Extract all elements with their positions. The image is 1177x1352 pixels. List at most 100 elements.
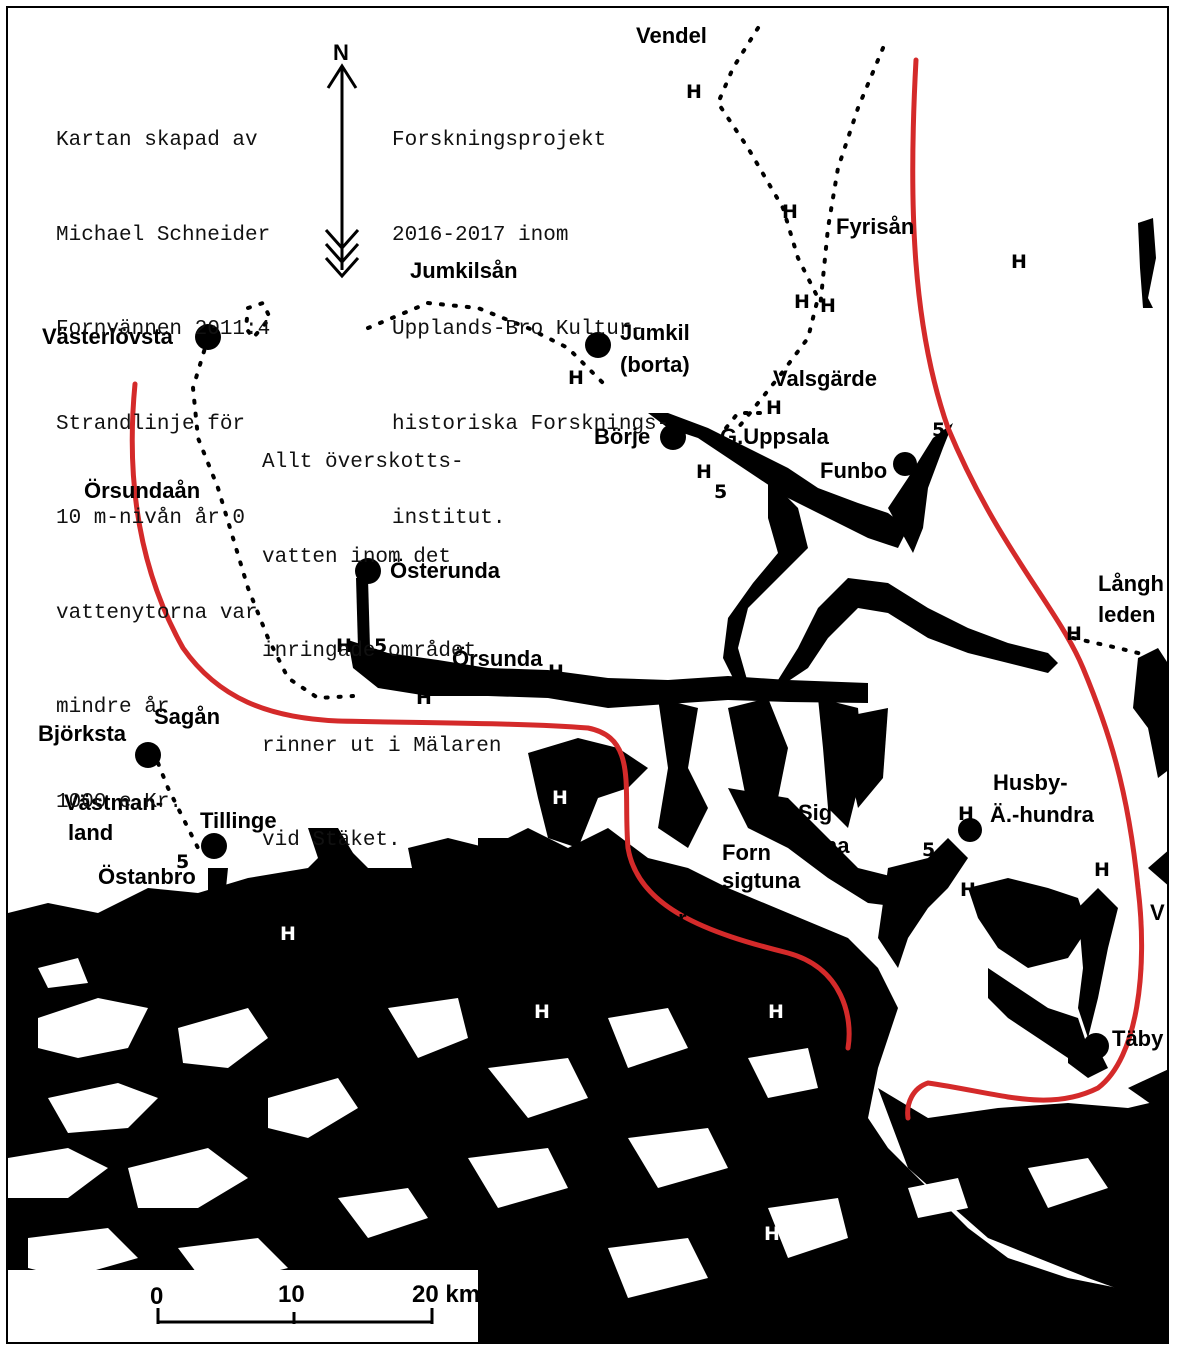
label-tuna: tuna [803, 833, 850, 858]
label-a-hundra: Ä.-hundra [990, 802, 1095, 827]
boundary-west [129, 381, 852, 1051]
project-line: Upplands-Bro Kultur- [392, 318, 645, 341]
drainage-line: vatten inom det [262, 545, 452, 569]
north-label: N [333, 40, 349, 65]
mound-marker: H [336, 635, 352, 657]
credit-line: mindre år [56, 696, 170, 719]
mound-marker: H [696, 461, 712, 483]
settlement-jumkil [585, 332, 611, 358]
mound-marker: H [958, 803, 974, 825]
label-fyrisan: Fyrisån [836, 214, 914, 239]
stream-orsundaan [190, 336, 355, 701]
water-body [8, 218, 1167, 1342]
settlement-vasterlovsta [195, 324, 221, 350]
mound-marker: H [768, 1001, 784, 1023]
mound-marker: H [686, 81, 702, 103]
mound-marker: H [901, 575, 917, 597]
label-kalmar: Kalmar [612, 906, 687, 931]
label-ostanbro: Östanbro [98, 864, 196, 889]
label-orsundaan: Örsundaån [84, 478, 200, 503]
level-marker: 5 [176, 851, 189, 873]
label-vasterlovsta: Västerlövsta [42, 324, 174, 349]
label-land: land [68, 820, 113, 845]
label-jumkil: Jumkil [620, 320, 690, 345]
map-credit-note: Kartan skapad av Michael Schneider Fornv… [56, 62, 270, 850]
settlements [135, 324, 1109, 1059]
settlement-tillinge [201, 833, 227, 859]
drainage-note: Allt överskotts- vatten inom det inringa… [262, 384, 501, 888]
stream-fyrisan [818, 46, 885, 310]
scale-tick-10: 10 [278, 1281, 305, 1308]
label-leden: leden [1098, 602, 1155, 627]
label-g-uppsala: G.Uppsala [720, 424, 830, 449]
level-marker: 5 [1034, 891, 1047, 913]
place-labels: Vendel Fyrisån Jumkilsån Västerlövsta Ju… [38, 23, 1165, 1065]
mound-marker: H [1011, 251, 1027, 273]
mound-marker: H [764, 1223, 780, 1245]
scale-tick-20: 20 km [412, 1281, 480, 1308]
islands [8, 958, 1108, 1298]
map-canvas: N Vendel Fyrisån Jumkilsån Västerlövsta … [8, 23, 1167, 1342]
label-valsgarde: Valsgärde [773, 366, 877, 391]
mound-marker: H [960, 879, 976, 901]
credit-line: Kartan skapad av [56, 129, 258, 152]
credit-line: vattenytorna var [56, 601, 258, 625]
label-borje: Börje [594, 424, 650, 449]
label-funbo: Funbo [820, 458, 887, 483]
north-arrow [324, 63, 360, 279]
drainage-line: inringade området [262, 640, 477, 663]
label-bjorksta: Björksta [38, 721, 127, 746]
mound-marker: H [1066, 623, 1082, 645]
drainage-line: vid Stäket. [262, 829, 401, 852]
settlement-borje [660, 424, 686, 450]
drainage-line: rinner ut i Mälaren [262, 734, 502, 758]
label-staket: Stäket [911, 1040, 978, 1065]
mound-marker: H [820, 295, 836, 317]
project-line: 2016-2017 inom [392, 223, 569, 247]
stream-langhleden [1071, 636, 1160, 660]
mound-marker: H [992, 1109, 1008, 1131]
project-line: Forskningsprojekt [392, 129, 607, 152]
label-langh: Långh [1098, 571, 1164, 596]
credit-line: Michael Schneider [56, 223, 271, 247]
settlement-kalmar [658, 933, 684, 959]
label-taby: Täby [1112, 1026, 1164, 1051]
stream-sagan [156, 761, 200, 850]
stream-vendel [715, 26, 821, 430]
label-sig: Sig [798, 800, 832, 825]
label-orsunda: Örsunda [452, 646, 543, 671]
level-marker: 5 [714, 481, 727, 503]
credit-line: Strandlinje för [56, 412, 246, 436]
stream-vasterlovsta [243, 300, 273, 342]
label-sigtuna: sigtuna [722, 868, 801, 893]
mound-marker: H [766, 397, 782, 419]
level-markers: 5 5 5 5 5 5 [176, 419, 1047, 913]
settlement-bjorksta [135, 742, 161, 768]
credit-line: 1000 e.Kr. [56, 790, 183, 814]
settlement-osterunda [355, 558, 381, 584]
project-line: historiska Forsknings- [392, 412, 670, 436]
project-note: Forskningsprojekt 2016-2017 inom Uppland… [392, 62, 669, 566]
credit-line: Fornvännen 2011:4 [56, 318, 271, 341]
level-marker: 5 [922, 839, 935, 861]
stream-jumkilsan [366, 300, 610, 390]
credit-line: 10 m-nivån år 0 [56, 507, 246, 530]
mound-marker: H [280, 923, 296, 945]
settlement-funbo [893, 452, 917, 476]
scale-bar: 0 10 20 km [8, 1270, 480, 1342]
label-osterunda: Österunda [390, 558, 501, 583]
mound-marker: H [568, 367, 584, 389]
mound-marker: H [534, 1001, 550, 1023]
label-borta: (borta) [620, 352, 690, 377]
label-forn: Forn [722, 840, 771, 865]
label-vendel: Vendel [636, 23, 707, 48]
level-marker: 5 [374, 635, 387, 657]
grave-mound-markers: H H H H H H H H H H H H H H H H H H H H … [280, 81, 1110, 1245]
mound-marker: H [548, 661, 564, 683]
project-line: institut. [392, 507, 506, 530]
drainage-boundary [129, 57, 1145, 1121]
label-tillinge: Tillinge [200, 808, 277, 833]
level-marker: 5 [932, 419, 945, 441]
scale-tick-0: 0 [150, 1283, 163, 1310]
settlement-husby [958, 818, 982, 842]
